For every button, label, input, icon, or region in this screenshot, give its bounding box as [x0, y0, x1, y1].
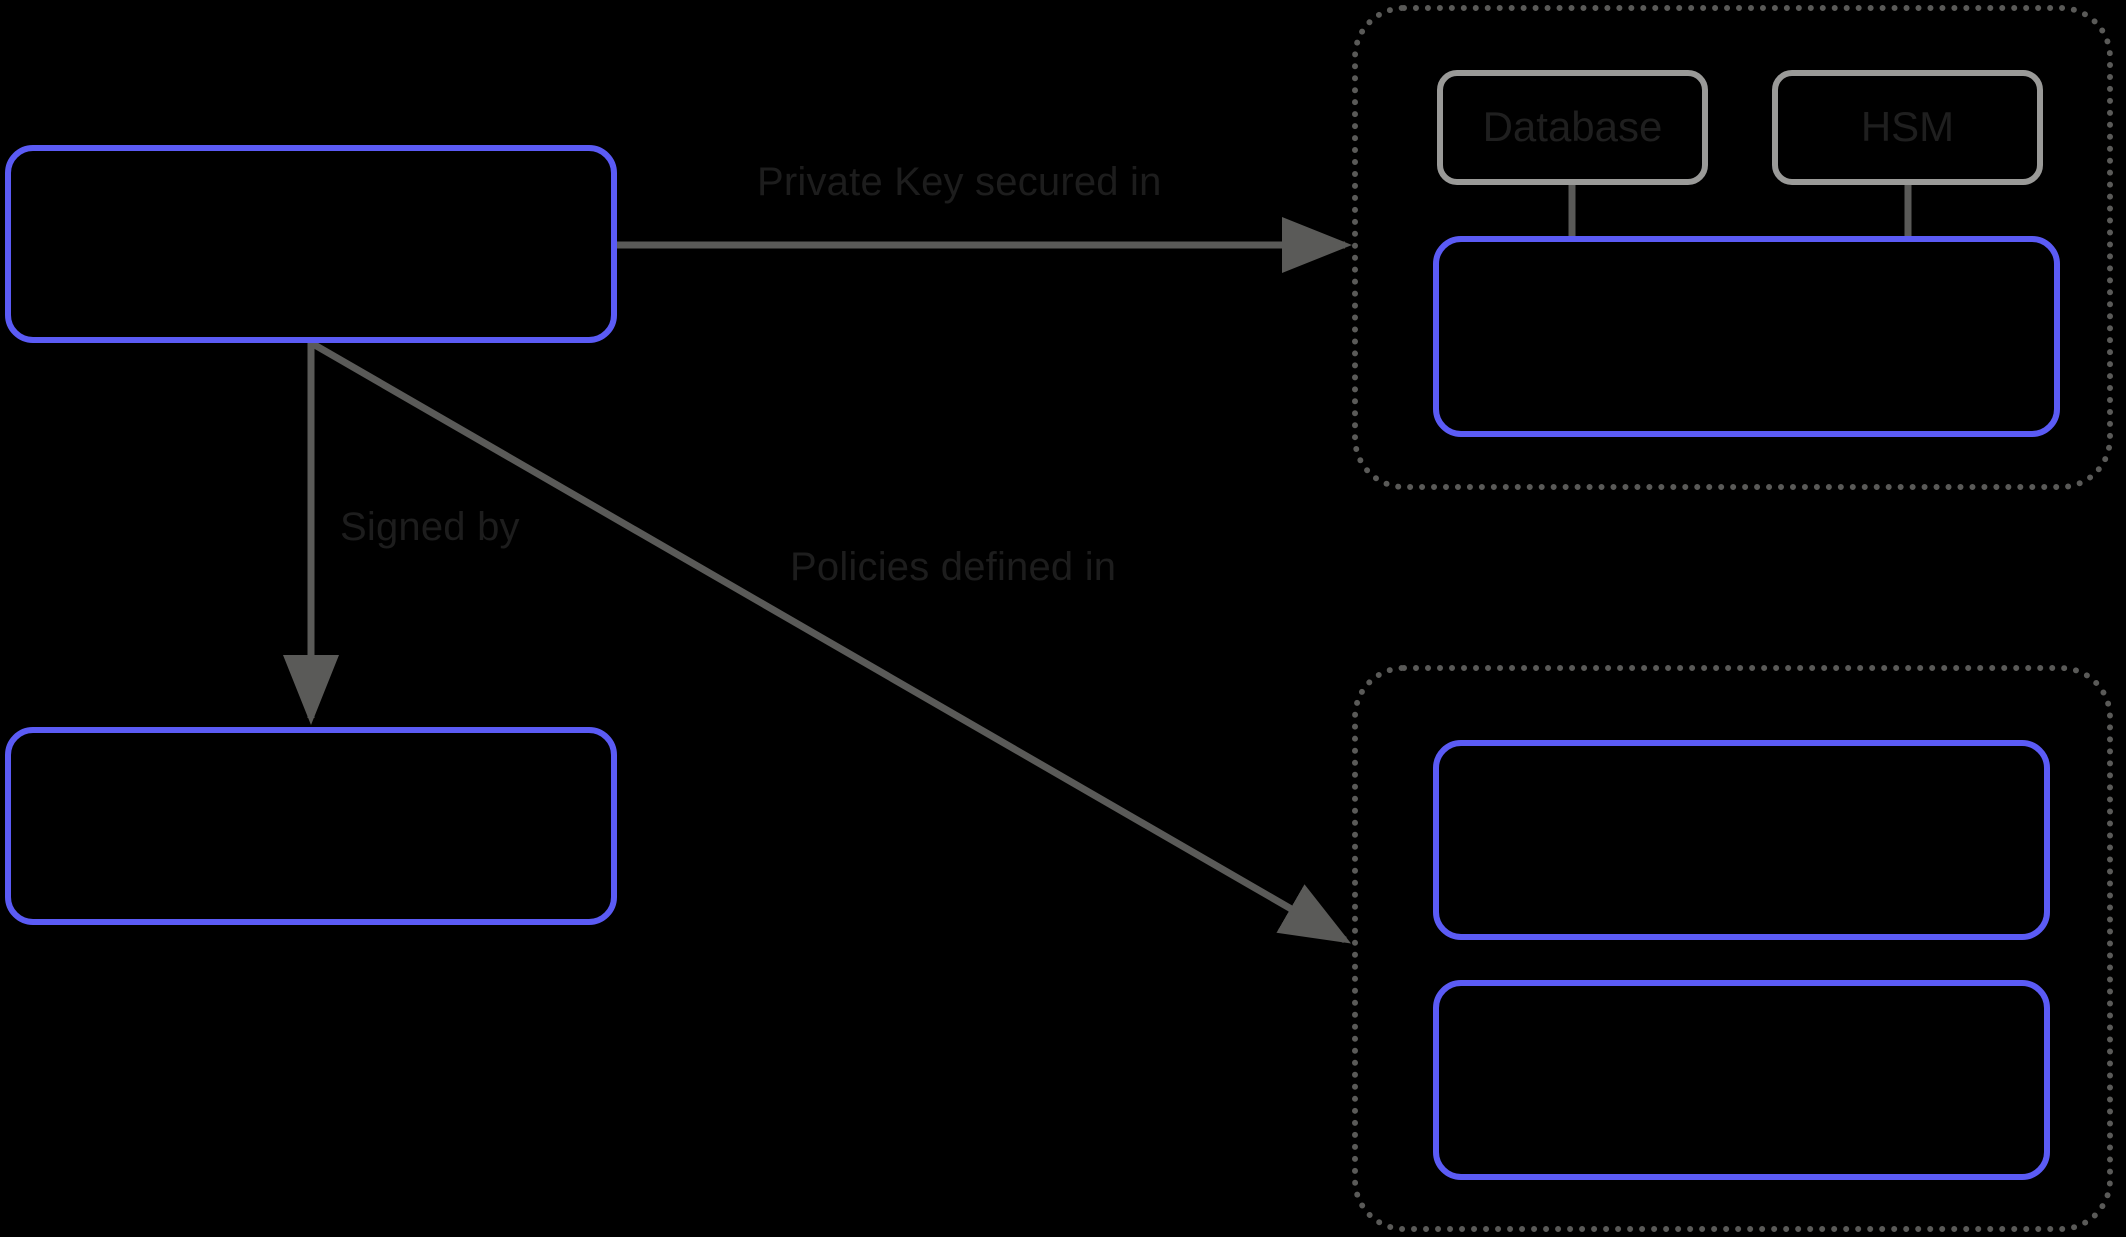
- node-policy-one[interactable]: [1433, 740, 2050, 940]
- node-secure-store[interactable]: [1433, 236, 2060, 437]
- group-top-right: [1352, 5, 2113, 490]
- edge-label-private-key-secured-in: Private Key secured in: [757, 160, 1162, 204]
- node-top-left[interactable]: [5, 145, 617, 343]
- node-database-label: Database: [1482, 103, 1663, 151]
- node-database[interactable]: Database: [1437, 70, 1708, 185]
- edge-label-policies-defined-in: Policies defined in: [790, 545, 1117, 589]
- node-hsm-label: HSM: [1860, 103, 1955, 151]
- node-bottom-left[interactable]: [5, 727, 617, 925]
- edge-label-signed-by: Signed by: [340, 505, 520, 549]
- node-policy-two[interactable]: [1433, 980, 2050, 1180]
- group-bottom-right: [1352, 665, 2113, 1232]
- node-hsm[interactable]: HSM: [1772, 70, 2043, 185]
